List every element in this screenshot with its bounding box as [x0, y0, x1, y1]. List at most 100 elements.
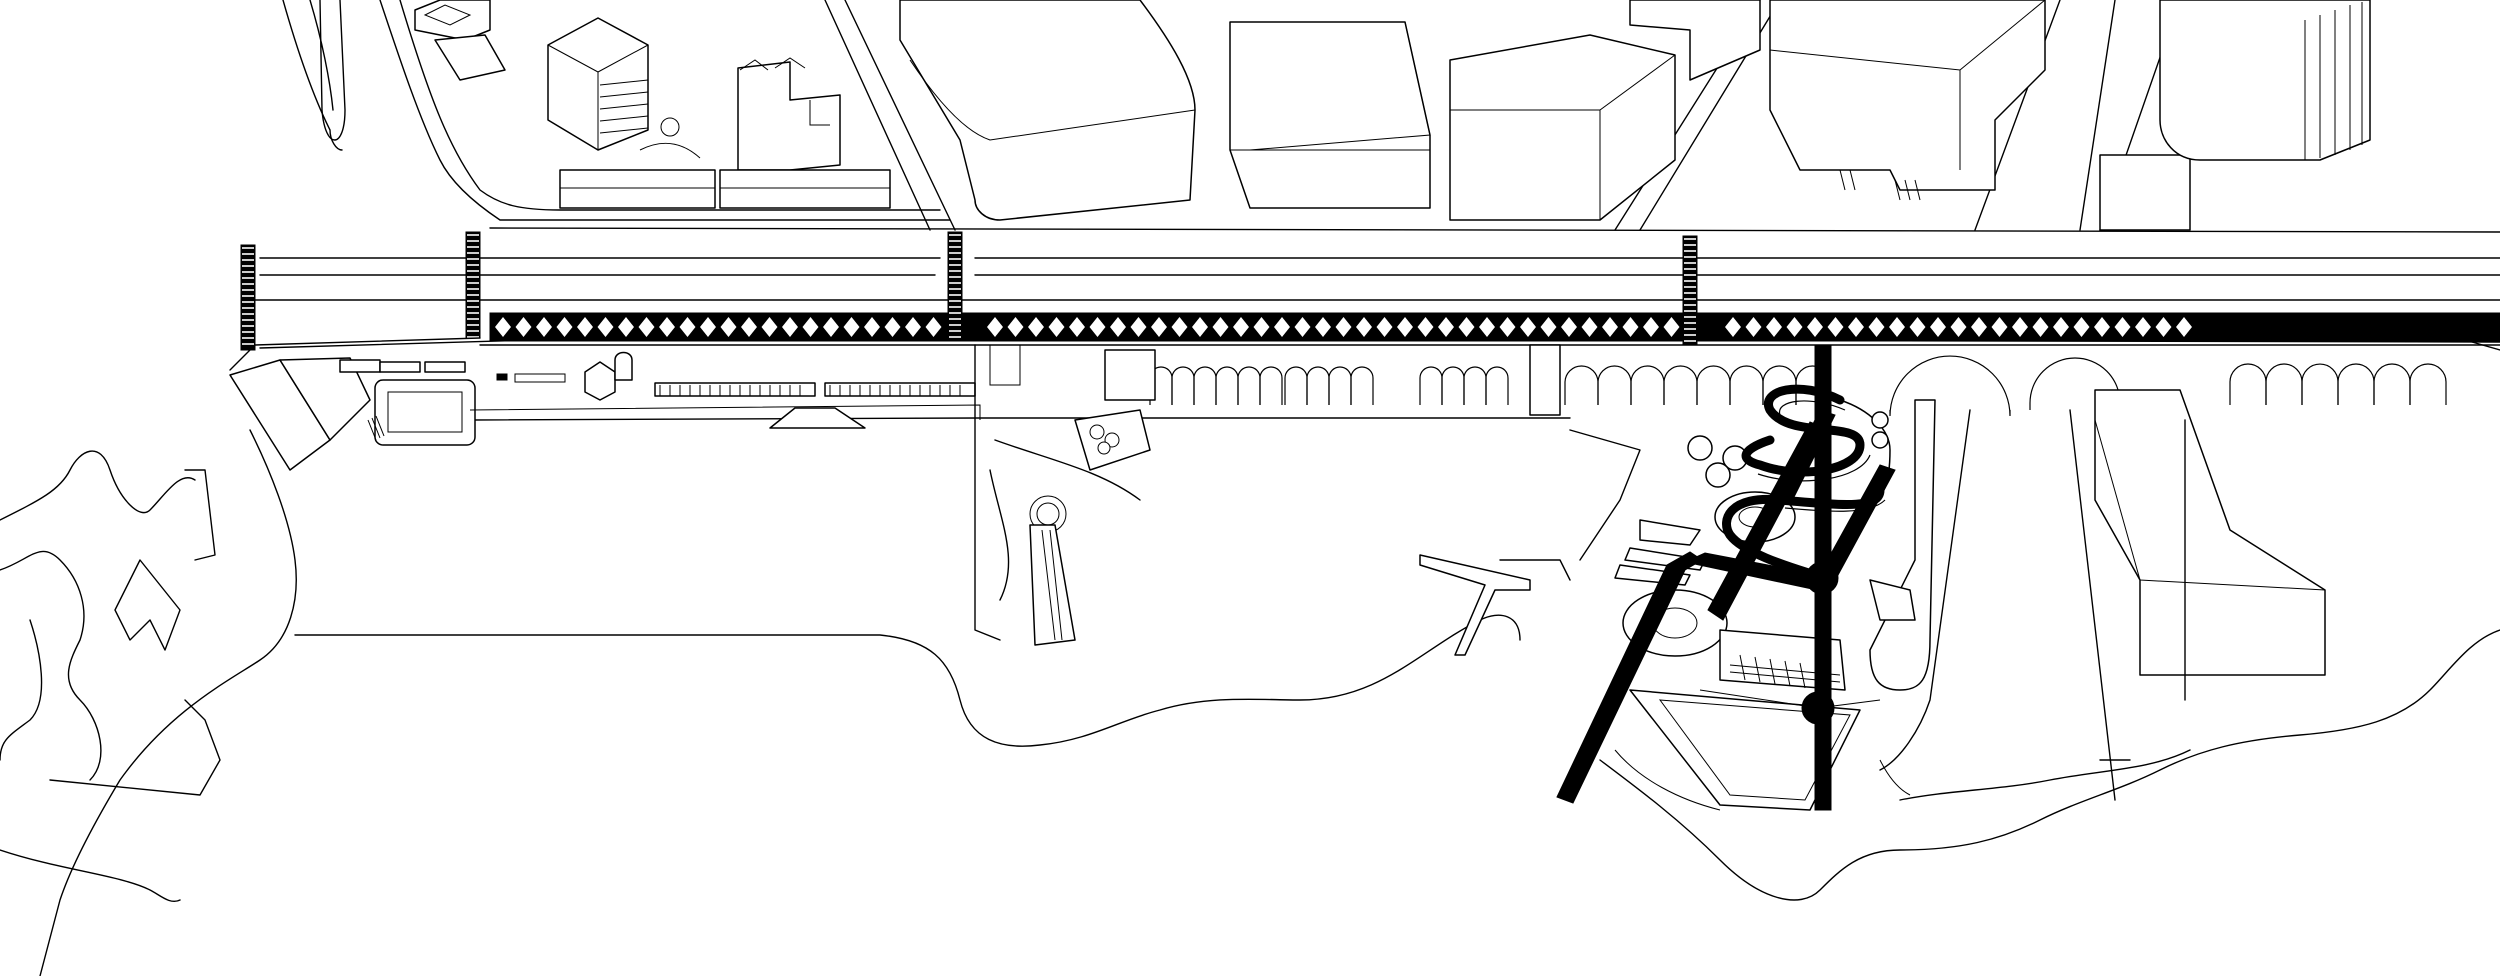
- stadium: [374, 379, 476, 446]
- arch-small: [1259, 366, 1283, 405]
- house-3: [737, 61, 841, 171]
- gallery-left: [654, 382, 816, 397]
- rounded-block: [899, 0, 1196, 221]
- viaduct-diamond: [1766, 317, 1782, 337]
- stadium-field: [387, 391, 463, 433]
- promenade-edge: [469, 404, 981, 420]
- long-warehouse: [2094, 389, 2326, 676]
- street-curb-left: [282, 0, 343, 151]
- left-waterfront: [229, 351, 981, 471]
- arch-small: [1306, 366, 1330, 405]
- arch-small: [1485, 366, 1509, 405]
- viaduct-diamond: [2032, 317, 2049, 337]
- arch-small: [1350, 366, 1374, 405]
- platform-low-inner: [1658, 699, 1851, 801]
- arch-large: [1889, 355, 2011, 417]
- jetty-central: [1029, 524, 1076, 646]
- arch-small: [1237, 366, 1261, 405]
- viaduct-diamond: [2155, 317, 2172, 337]
- viaduct-diamond: [2053, 317, 2069, 337]
- curved-tower-ribs: [2304, 2, 2363, 160]
- house-2: [434, 34, 506, 81]
- roundabout: [660, 117, 680, 137]
- ground-line-ramp: [1499, 429, 1641, 581]
- viaduct-diamond: [1315, 317, 1331, 337]
- viaduct-diamond: [1294, 317, 1311, 337]
- jetty-left: [1419, 554, 1531, 656]
- street-rounded-end: [319, 0, 346, 141]
- gazebo: [614, 351, 633, 381]
- right-lowrise: [2099, 154, 2191, 231]
- curved-tower: [2159, 0, 2371, 161]
- arch-medium: [1729, 365, 1764, 405]
- viaduct-diamond: [577, 317, 593, 337]
- arch-small: [1215, 366, 1239, 405]
- water-edge-3: [1899, 749, 2191, 801]
- viaduct-diamond: [1643, 317, 1659, 337]
- arch-medium: [1663, 365, 1698, 405]
- viaduct-diamond: [2135, 317, 2151, 337]
- viaduct-diamond: [905, 317, 921, 337]
- gallery-hatch: [659, 385, 961, 396]
- shore-main: [39, 429, 297, 976]
- viaduct-diamond: [700, 317, 716, 337]
- far-left-top: [229, 337, 481, 371]
- viaduct-diamond: [884, 317, 901, 337]
- viaduct-diamond: [1151, 317, 1167, 337]
- viaduct-diamond: [2176, 317, 2192, 337]
- low-block-b: [719, 169, 891, 209]
- roundabout-ring: [639, 142, 701, 159]
- viaduct-diamond: [761, 317, 778, 337]
- viaduct-diamond: [1171, 317, 1188, 337]
- round-tower-1: [1687, 435, 1713, 461]
- coastline-left-4: [0, 619, 43, 761]
- viaduct-diamond: [1253, 317, 1270, 337]
- viaduct-diamond: [679, 317, 696, 337]
- pylon: [465, 231, 481, 339]
- street-curb-left-2: [309, 0, 334, 111]
- arch-small: [1419, 366, 1443, 405]
- coastline-left-3: [114, 559, 181, 651]
- arch-medium: [2229, 363, 2267, 405]
- viaduct-diamond: [782, 317, 798, 337]
- viaduct-diamond: [1028, 317, 1044, 337]
- coastline-left-7: [0, 849, 181, 902]
- road-line-3: [489, 227, 2500, 233]
- central-shoreline: [989, 439, 1141, 601]
- city-blocks: [282, 0, 2371, 231]
- tent-pavilion: [769, 407, 866, 429]
- viaduct-diamond: [987, 317, 1003, 337]
- viaduct-diamond: [495, 317, 511, 337]
- viaduct-diamond: [1745, 317, 1762, 337]
- viaduct-diamond: [1397, 317, 1413, 337]
- viaduct-diamond: [1417, 317, 1434, 337]
- spiral-ramp: [1722, 384, 1885, 580]
- apartment-cube-edge: [547, 44, 649, 150]
- central-structures: [974, 344, 1151, 646]
- seawall-vertical: [974, 344, 1001, 641]
- viaduct-diamond: [802, 317, 819, 337]
- viaduct-diamond: [741, 317, 757, 337]
- viaduct-diamond: [1520, 317, 1536, 337]
- viaduct-diamond: [1786, 317, 1803, 337]
- viaduct-diamond: [1581, 317, 1598, 337]
- water-edge-2: [1599, 629, 2500, 901]
- viaduct-diamond: [1622, 317, 1639, 337]
- arch-small: [1284, 366, 1308, 405]
- viaduct-diamond: [1212, 317, 1229, 337]
- promenade-top-left: [254, 337, 481, 346]
- jetty-central-lines: [1041, 529, 1063, 641]
- viaduct-diamond: [1335, 317, 1352, 337]
- box-building-2: [1449, 34, 1676, 221]
- kiosk: [584, 361, 616, 401]
- walkway-diagonal-5: [1774, 409, 1836, 506]
- viaduct-diamond: [659, 317, 675, 337]
- viaduct-diamond: [1438, 317, 1454, 337]
- arcade-pier-1: [1529, 344, 1561, 416]
- fountain-1: [1089, 424, 1105, 440]
- shore-right-bottom: [1614, 749, 1911, 811]
- tower-building-edge: [1769, 0, 2046, 170]
- round-tower-5: [1871, 431, 1889, 449]
- platform-low: [1629, 689, 1861, 811]
